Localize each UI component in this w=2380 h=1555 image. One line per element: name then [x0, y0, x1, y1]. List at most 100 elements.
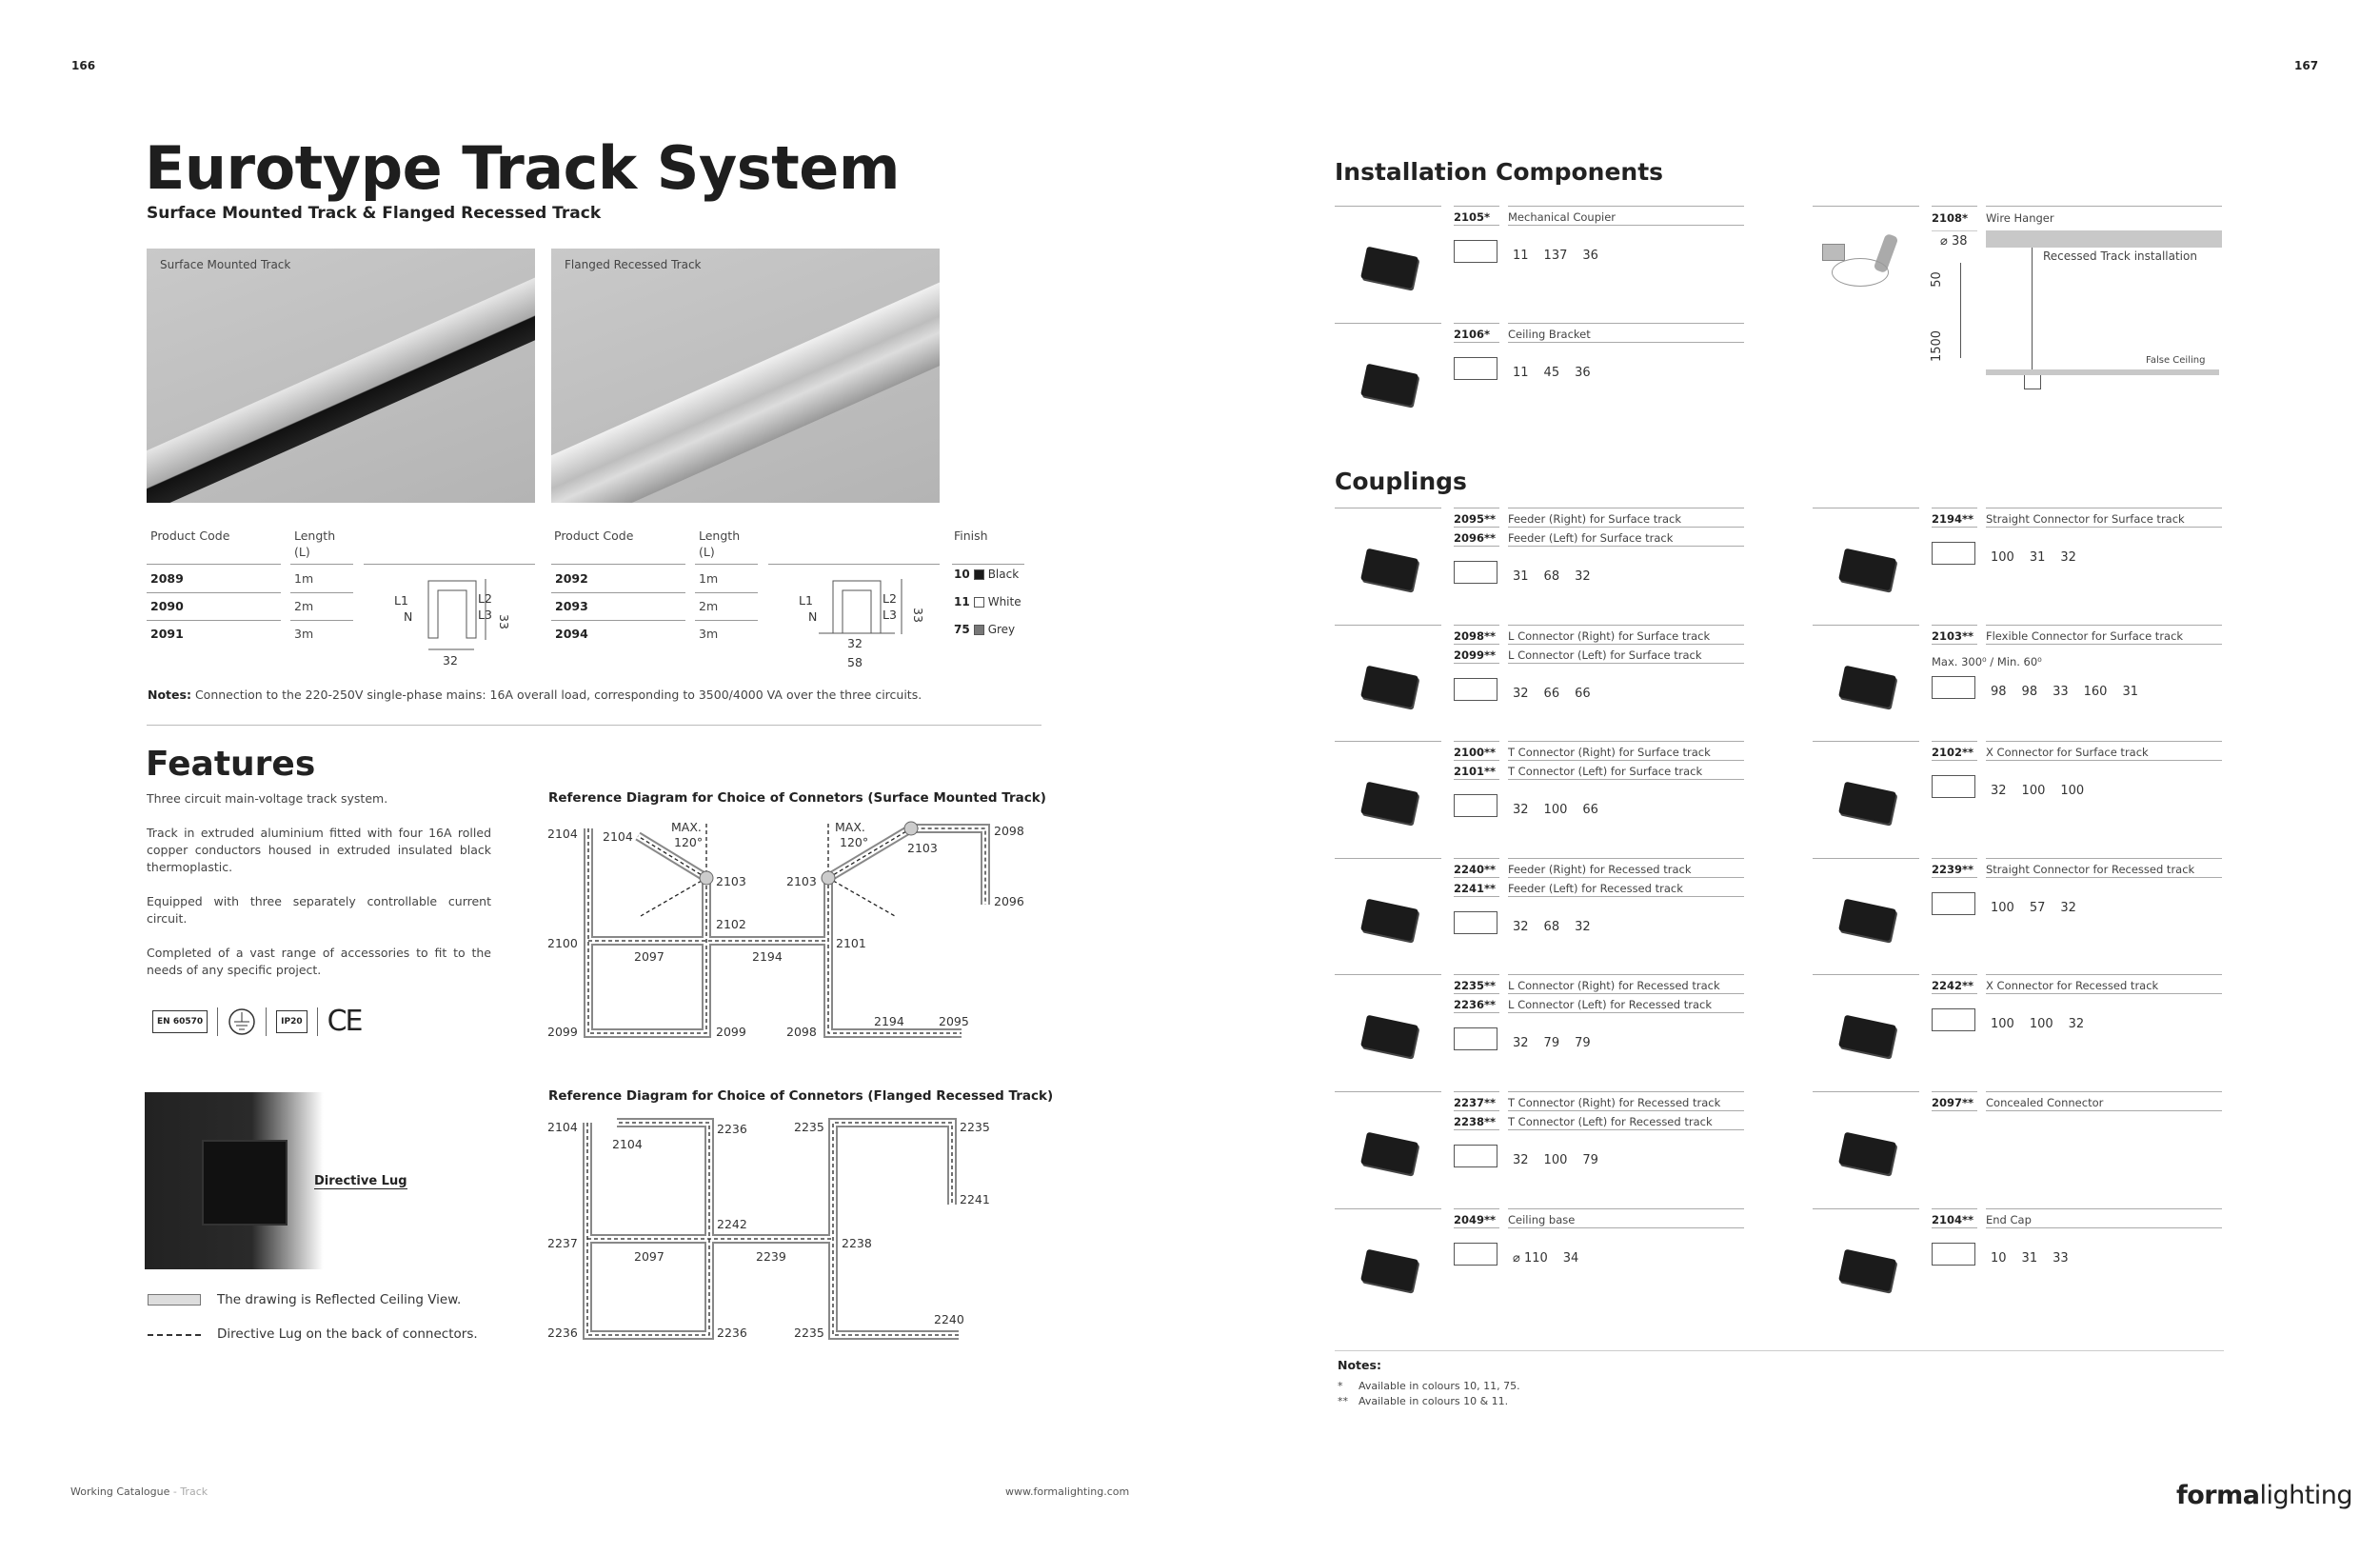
dimension-label: 100: [1991, 1017, 2014, 1032]
product-row: 2100**T Connector (Right) for Surface tr…: [1335, 741, 1744, 855]
diagram-recessed-title: Reference Diagram for Choice of Connetor…: [548, 1088, 1054, 1104]
header-product-code: Product Code: [150, 528, 230, 543]
dimension-label: 57: [2029, 900, 2046, 915]
dimension-label: 32: [1513, 1153, 1529, 1167]
diagram-label: 2104: [603, 829, 633, 844]
certifications: EN 60570 IP20 CE: [152, 1005, 364, 1038]
product-photo: [1335, 760, 1441, 846]
diagram-label: 2240: [934, 1312, 964, 1326]
diagram-label: 2235: [960, 1120, 990, 1134]
product-code: 2105*: [1454, 210, 1491, 224]
directive-lug-photo: [145, 1092, 383, 1269]
svg-text:L1: L1: [799, 593, 813, 608]
page-subtitle: Surface Mounted Track & Flanged Recessed…: [147, 204, 602, 223]
product-code: 2237**: [1454, 1096, 1497, 1109]
product-photo: [1335, 877, 1441, 963]
diagram-label: 2099: [547, 1025, 578, 1039]
dimension-drawing: 31 68 32: [1454, 561, 1591, 584]
product-row: 2103**Flexible Connector for Surface tra…: [1813, 624, 2222, 739]
product-name: Ceiling base: [1508, 1212, 1576, 1226]
page-number-right: 167: [2294, 59, 2319, 72]
photo-caption: Surface Mounted Track: [160, 258, 291, 271]
product-code: 2094: [555, 627, 588, 641]
product-code: 2240**: [1454, 862, 1497, 876]
dim-diameter: ⌀ 38: [1940, 234, 1968, 249]
dimension-label: 68: [1543, 569, 1560, 584]
dimension-label: 32: [1575, 569, 1591, 584]
dimension-label: 100: [1543, 803, 1568, 818]
legend-directive-lug: Directive Lug on the back of connectors.: [217, 1326, 478, 1342]
product-code: 2194**: [1932, 512, 1974, 526]
diagram-label: 2097: [634, 1249, 664, 1264]
diagram-label: 2104: [547, 1120, 578, 1134]
dimension-label: 36: [1575, 366, 1591, 380]
dimension-label: 31: [2021, 1250, 2038, 1266]
dimension-label: 66: [1575, 686, 1591, 701]
dimension-label: 32: [1513, 1036, 1529, 1051]
dimension-label: 160: [2083, 684, 2108, 699]
diagram-label: 2236: [717, 1326, 747, 1340]
product-photo: [1335, 1110, 1441, 1196]
dimension-label: 32: [1513, 803, 1529, 818]
dim-1500: 1500: [1930, 329, 1945, 363]
dimension-label: 137: [1543, 249, 1568, 263]
dimension-label: 32: [2060, 550, 2076, 565]
product-name: Feeder (Right) for Surface track: [1508, 512, 1682, 526]
page-number-left: 166: [71, 59, 96, 72]
product-name: Ceiling Bracket: [1508, 328, 1591, 341]
dimension-label: 98: [2021, 684, 2038, 699]
product-code: 2091: [150, 627, 184, 641]
features-heading: Features: [146, 745, 316, 784]
footer-url[interactable]: www.formalighting.com: [1005, 1485, 1130, 1498]
product-code: 2103**: [1932, 628, 1974, 643]
dimension-label: 66: [1543, 686, 1560, 701]
product-length: 3m: [699, 627, 719, 641]
product-name: Mechanical Coupier: [1508, 210, 1616, 224]
svg-text:N: N: [404, 609, 412, 624]
dimension-label: 34: [1562, 1250, 1579, 1266]
product-name: T Connector (Right) for Recessed track: [1508, 1096, 1721, 1109]
formalighting-logo: formalighting: [2176, 1481, 2353, 1510]
wire-hanger-photo: [1822, 232, 1908, 291]
dimension-label: 32: [1991, 784, 2007, 799]
product-name: L Connector (Left) for Recessed track: [1508, 998, 1712, 1012]
wire-hanger-row: 2108* Wire Hanger ⌀ 38 50 1500 Recessed …: [1813, 206, 2222, 396]
diagram-label: 2098: [786, 1025, 817, 1039]
installation-heading: Installation Components: [1335, 158, 1664, 186]
flanged-track-photo: Flanged Recessed Track: [551, 249, 940, 503]
dimension-label: 68: [1543, 919, 1560, 934]
ce-mark: CE: [327, 1005, 364, 1038]
product-code: 2241**: [1454, 881, 1497, 895]
dimension-label: 100: [2060, 784, 2085, 799]
diagram-label: 2103: [786, 874, 817, 888]
false-ceiling-label: False Ceiling: [2146, 355, 2206, 366]
dim-50: 50: [1929, 271, 1944, 288]
dimension-label: 33: [2053, 684, 2069, 699]
product-code: 2242**: [1932, 979, 1974, 993]
diagram-label: 2103: [716, 874, 746, 888]
dimension-label: 31: [1513, 569, 1529, 584]
product-name: L Connector (Left) for Surface track: [1508, 648, 1702, 662]
product-code: 2098**: [1454, 628, 1497, 643]
features-text: Three circuit main-voltage track system.…: [147, 791, 491, 977]
product-code: 2236**: [1454, 998, 1497, 1012]
dimension-label: 66: [1582, 803, 1598, 818]
dimension-label: 45: [1543, 366, 1560, 380]
product-name: X Connector for Recessed track: [1986, 979, 2159, 993]
dimension-label: 100: [1991, 900, 2014, 915]
dimension-label: 79: [1582, 1153, 1598, 1167]
product-length: 1m: [699, 571, 719, 586]
diagram-label: 120°: [674, 835, 703, 849]
diagram-label: MAX.: [671, 820, 702, 834]
